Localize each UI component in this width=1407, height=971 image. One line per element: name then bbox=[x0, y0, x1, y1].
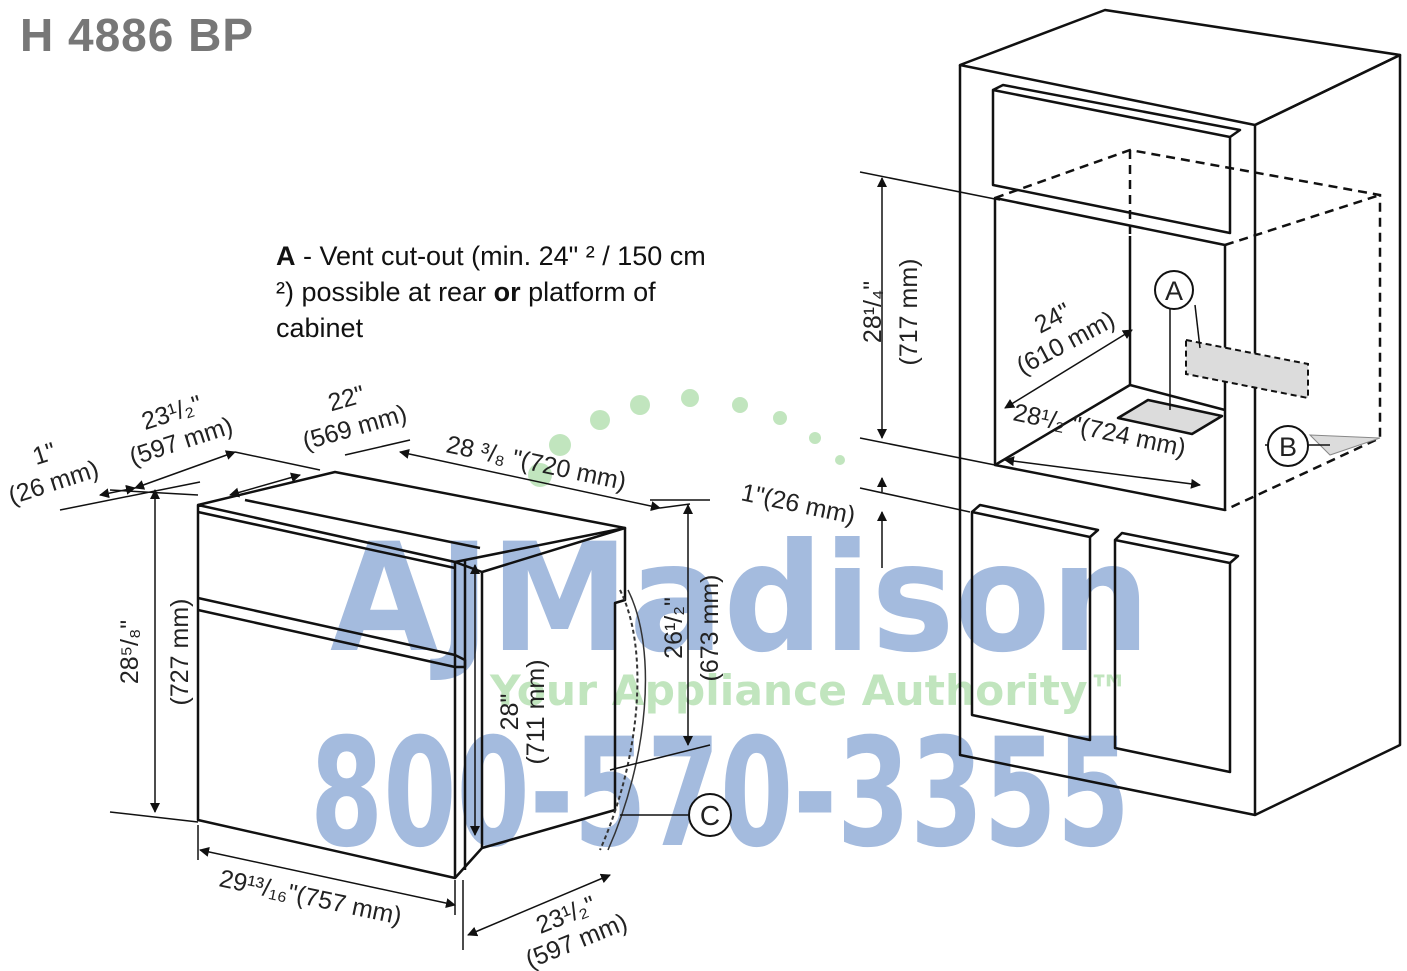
dim-717mm: (717 mm) bbox=[895, 259, 923, 366]
power-cable bbox=[599, 589, 639, 851]
oven-dimension-lines bbox=[59, 439, 711, 950]
vent-note-or: or bbox=[493, 277, 521, 307]
callout-a: A bbox=[1165, 276, 1183, 306]
model-title: H 4886 BP bbox=[20, 9, 255, 61]
watermark-tagline: Your Appliance Authority™ bbox=[489, 666, 1130, 715]
dim-28-58in: 28⁵/₈" bbox=[116, 620, 144, 684]
cabinet-top-panel bbox=[991, 88, 1232, 235]
watermark-phone: 800-570-3355 bbox=[310, 707, 1130, 881]
dim-1in: 1" bbox=[29, 437, 59, 471]
callout-c: C bbox=[700, 800, 720, 831]
watermark: AJMadison Your Appliance Authority™ 800-… bbox=[310, 389, 1150, 881]
oven-side bbox=[481, 526, 627, 850]
dim-711mm: (711 mm) bbox=[522, 659, 550, 764]
vent-note-text-2: platform of cabinet bbox=[276, 277, 656, 343]
cabinet-dimension-lines bbox=[859, 171, 1330, 568]
callout-a-circle bbox=[1154, 270, 1194, 310]
dim-26-12in: 26¹/₂" bbox=[660, 597, 688, 659]
vent-note-letter: A bbox=[276, 241, 296, 271]
callout-b-circle bbox=[1267, 425, 1309, 467]
vent-note-text-1: - Vent cut-out (min. 24" ² / 150 cm ²) p… bbox=[276, 241, 706, 307]
vent-base bbox=[1116, 398, 1224, 436]
vent-rear bbox=[1185, 338, 1309, 400]
cabinet-drawing bbox=[958, 8, 1402, 817]
vent-note: A - Vent cut-out (min. 24" ² / 150 cm ²)… bbox=[276, 238, 716, 346]
dim-727mm: (727 mm) bbox=[166, 599, 194, 706]
dim-28-14in: 28¹/₄" bbox=[859, 281, 887, 343]
watermark-brand: AJMadison bbox=[330, 512, 1150, 686]
dim-673mm: (673 mm) bbox=[696, 575, 724, 682]
oven-control-strip bbox=[197, 596, 467, 669]
oven-dashed-outline bbox=[994, 148, 1382, 512]
callout-c-circle bbox=[688, 793, 732, 837]
cabinet-door-right bbox=[1113, 538, 1232, 774]
callout-b: B bbox=[1279, 432, 1297, 462]
dim-28in: 28" bbox=[496, 694, 524, 731]
cabinet-door-left bbox=[970, 510, 1092, 742]
